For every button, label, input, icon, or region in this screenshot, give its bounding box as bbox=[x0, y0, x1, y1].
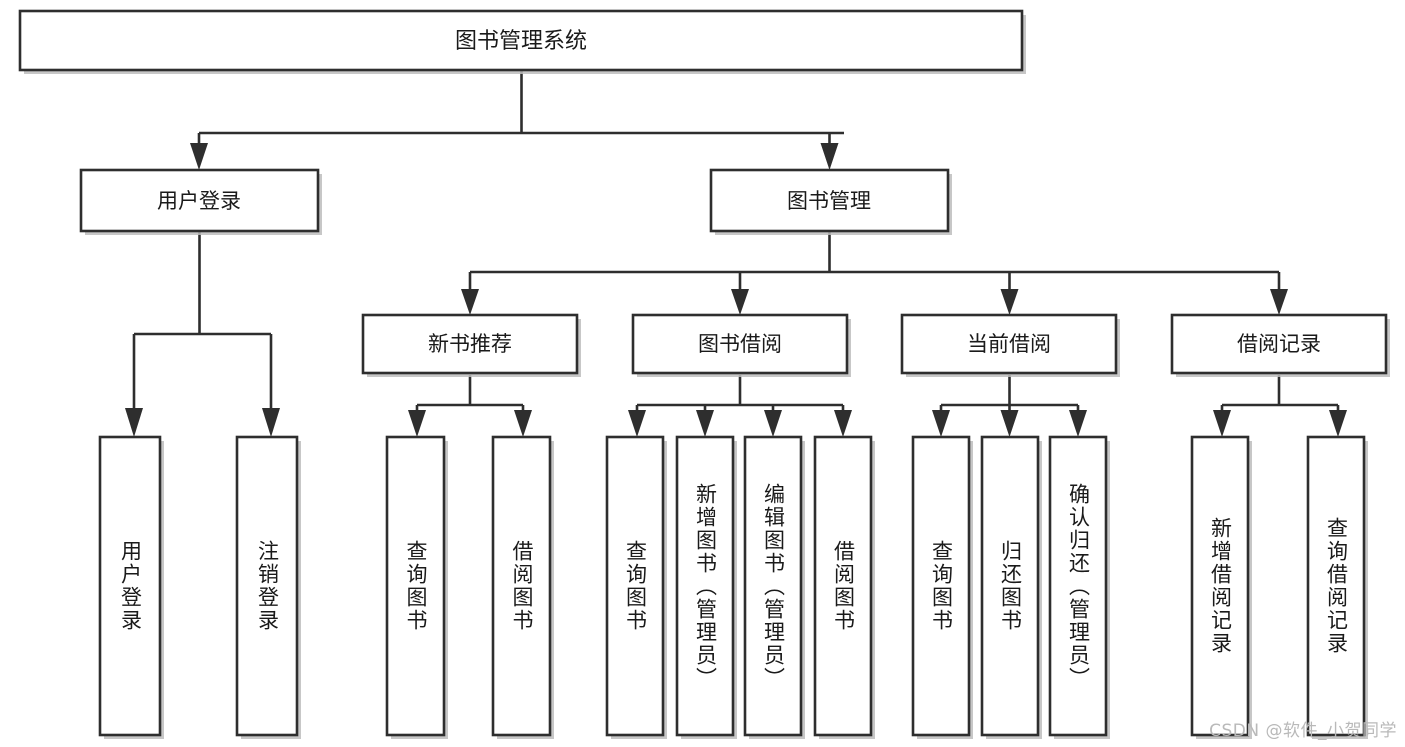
root-box bbox=[18, 9, 1024, 72]
connector-layer bbox=[125, 70, 1347, 437]
leaf-currentborrow-confirm-return[interactable] bbox=[1048, 435, 1110, 739]
arrow-bookborrow-leaf-4 bbox=[834, 410, 852, 437]
arrow-currentborrow-leaf-1 bbox=[932, 410, 950, 437]
arrow-userlogin-leaf-1 bbox=[125, 408, 143, 437]
book-management-box bbox=[709, 168, 950, 233]
borrow-record-box bbox=[1170, 313, 1388, 375]
leaf-box bbox=[1306, 435, 1366, 737]
arrow-to-new-book-recommend bbox=[461, 289, 479, 315]
leaf-box bbox=[980, 435, 1040, 737]
leaf-currentborrow-query-book[interactable] bbox=[911, 435, 973, 739]
arrow-newbook-leaf-2 bbox=[514, 410, 532, 437]
node-root-book-management-system[interactable]: 图书管理系统 bbox=[18, 9, 1026, 74]
current-borrow-box bbox=[900, 313, 1118, 375]
user-login-box bbox=[79, 168, 320, 233]
node-book-management[interactable]: 图书管理 bbox=[709, 168, 952, 235]
arrow-bookborrow-leaf-2 bbox=[696, 410, 714, 437]
leaf-borrowrecord-add-record[interactable] bbox=[1190, 435, 1252, 739]
node-new-book-recommend[interactable]: 新书推荐 bbox=[361, 313, 581, 377]
arrow-userlogin-leaf-2 bbox=[262, 408, 280, 437]
user-login-label: 用户登录 bbox=[157, 189, 241, 213]
leaf-bookborrow-query-book[interactable] bbox=[605, 435, 667, 739]
leaf-box bbox=[235, 435, 299, 737]
book-borrow-label: 图书借阅 bbox=[698, 332, 782, 356]
current-borrow-label: 当前借阅 bbox=[967, 332, 1051, 356]
leaf-box bbox=[491, 435, 552, 737]
leaf-user-login-logout[interactable] bbox=[235, 435, 301, 739]
root-label: 图书管理系统 bbox=[455, 29, 587, 54]
leaf-bookborrow-borrow-book[interactable] bbox=[813, 435, 875, 739]
arrow-borrowrecord-leaf-2 bbox=[1329, 410, 1347, 437]
arrow-currentborrow-leaf-2 bbox=[1000, 410, 1019, 437]
leaf-box bbox=[1190, 435, 1250, 737]
arrow-to-current-borrow bbox=[1000, 289, 1019, 315]
arrow-to-borrow-record bbox=[1270, 289, 1288, 315]
node-borrow-record[interactable]: 借阅记录 bbox=[1170, 313, 1390, 377]
new-book-recommend-label: 新书推荐 bbox=[428, 332, 512, 356]
leaf-box bbox=[98, 435, 162, 737]
leaf-bookborrow-add-book[interactable] bbox=[675, 435, 737, 739]
new-book-recommend-box bbox=[361, 313, 579, 375]
node-current-borrow[interactable]: 当前借阅 bbox=[900, 313, 1120, 377]
arrow-bookborrow-leaf-3 bbox=[764, 410, 782, 437]
node-user-login[interactable]: 用户登录 bbox=[79, 168, 322, 235]
arrow-to-user-login bbox=[190, 143, 208, 170]
leaf-borrowrecord-query-record[interactable] bbox=[1306, 435, 1368, 739]
borrow-record-label: 借阅记录 bbox=[1237, 332, 1321, 356]
book-management-label: 图书管理 bbox=[787, 189, 871, 213]
arrow-bookborrow-leaf-1 bbox=[628, 410, 646, 437]
leaf-user-login-login[interactable] bbox=[98, 435, 164, 739]
leaf-box bbox=[605, 435, 665, 737]
leaf-newbook-borrow-book[interactable] bbox=[491, 435, 554, 739]
leaf-currentborrow-return-book[interactable] bbox=[980, 435, 1042, 739]
arrow-newbook-leaf-1 bbox=[408, 410, 426, 437]
leaf-bookborrow-edit-book[interactable] bbox=[743, 435, 805, 739]
arrow-currentborrow-leaf-3 bbox=[1069, 410, 1087, 437]
arrow-borrowrecord-leaf-1 bbox=[1213, 410, 1231, 437]
leaf-box bbox=[1048, 435, 1108, 737]
node-book-borrow[interactable]: 图书借阅 bbox=[631, 313, 851, 377]
book-borrow-box bbox=[631, 313, 849, 375]
node-layer: 图书管理系统 用户登录 图书管理 新书推荐 bbox=[18, 9, 1390, 739]
csdn-watermark: CSDN @软件_小贺同学 bbox=[1209, 721, 1397, 741]
arrow-to-book-borrow bbox=[731, 289, 749, 315]
arrow-to-book-manage bbox=[820, 143, 839, 170]
leaf-box bbox=[743, 435, 803, 737]
leaf-box bbox=[911, 435, 971, 737]
leaf-box bbox=[385, 435, 446, 737]
leaf-box bbox=[675, 435, 735, 737]
leaf-newbook-query-book[interactable] bbox=[385, 435, 448, 739]
leaf-box bbox=[813, 435, 873, 737]
